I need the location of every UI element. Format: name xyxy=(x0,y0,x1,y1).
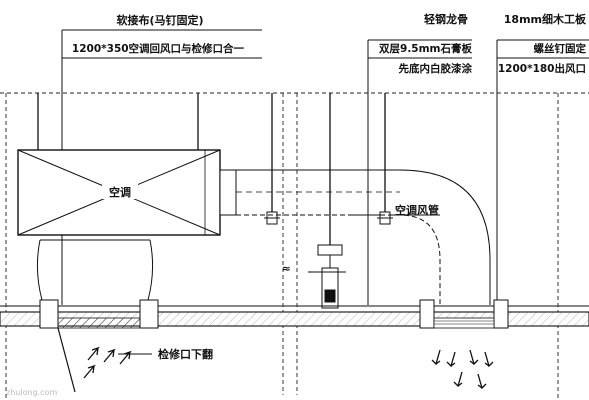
ac-unit xyxy=(17,149,237,236)
ac-duct xyxy=(236,169,491,305)
watermark: zhulong.com xyxy=(6,388,57,397)
soft-joint-label: 软接布(马钉固定) xyxy=(116,13,203,27)
gypsum-board-label: 双层9.5mm石膏板 xyxy=(378,42,472,55)
break-mark: ≈ xyxy=(282,263,291,275)
ac-unit-label: 空调 xyxy=(109,185,131,199)
supply-outlet xyxy=(419,299,509,329)
airflow-arrows xyxy=(83,346,494,390)
structure-outline xyxy=(0,92,589,400)
access-flip-label: 检修口下翻 xyxy=(158,347,213,361)
paint-label: 先底内白胶漆涂 xyxy=(399,62,473,75)
ac-label-bg xyxy=(102,184,138,199)
screw-fix-label: 螺丝钉固定 xyxy=(534,42,587,55)
flexible-joint xyxy=(36,239,154,301)
duct-label: 空调风管 xyxy=(395,203,439,217)
return-air-opening xyxy=(39,299,159,393)
keel-hanger-assembly xyxy=(308,244,346,309)
return-air-label: 1200*350空调回风口与检修口合一 xyxy=(72,42,245,55)
wood-board-label: 18mm细木工板 xyxy=(504,12,587,26)
outlet-label: 1200*180出风口 xyxy=(498,62,586,75)
light-keel-label: 轻钢龙骨 xyxy=(424,12,468,26)
